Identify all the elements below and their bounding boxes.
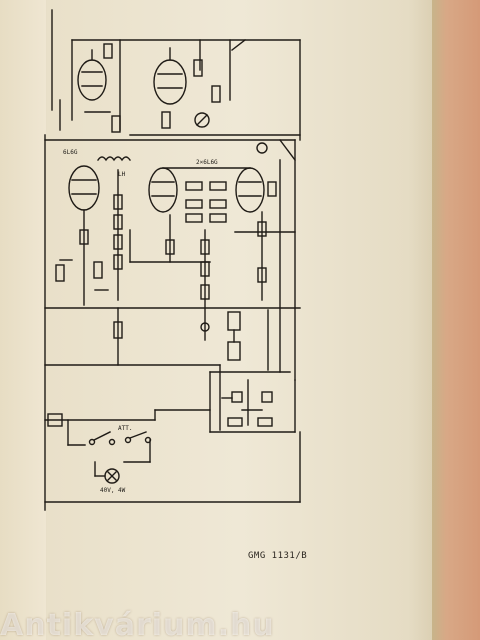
watermark: Antikvárium.hu [0, 608, 275, 640]
resistor [185, 181, 203, 191]
resistor [200, 284, 210, 300]
resistor [93, 261, 103, 279]
switch-contact [108, 438, 116, 446]
resistor [267, 181, 277, 197]
resistor [211, 85, 221, 103]
resistor [113, 194, 123, 210]
resistor [103, 43, 113, 59]
pilot-lamp [194, 112, 210, 128]
wire [196, 114, 208, 126]
resistor [113, 321, 123, 339]
switch [129, 431, 147, 439]
capacitor [231, 391, 243, 403]
resistor [209, 181, 227, 191]
junction [200, 322, 210, 332]
resistor [185, 199, 203, 209]
resistor [161, 111, 171, 129]
transformer-label: LH [118, 171, 126, 178]
resistor [113, 214, 123, 230]
tube-label-left: 6L6G [63, 149, 78, 156]
fuse [47, 413, 63, 427]
tube-6l6g-left [68, 165, 100, 211]
page-edge [432, 0, 480, 640]
switch [93, 431, 111, 441]
resistor [79, 229, 89, 245]
resistor [257, 221, 267, 237]
resistor [200, 239, 210, 255]
tube-6l6g-b [235, 167, 265, 213]
resistor [113, 254, 123, 270]
att-label: ATT. [118, 425, 132, 432]
tube-6l6g-a [148, 167, 178, 213]
resistor [209, 213, 227, 223]
junction [256, 142, 268, 154]
switch-contact [124, 436, 132, 444]
tube-label-pair: 2×6L6G [196, 159, 218, 166]
resistor [227, 417, 243, 427]
resistor [113, 234, 123, 250]
tube-v2 [153, 47, 187, 105]
lamp-icon [104, 468, 120, 484]
resistor [227, 341, 241, 361]
resistor [111, 115, 121, 133]
output-transformer [97, 156, 131, 162]
resistor [257, 417, 273, 427]
resistor [209, 199, 227, 209]
wire [279, 139, 296, 161]
resistor [227, 311, 241, 331]
capacitor [261, 391, 273, 403]
figure-caption: GMG 1131/B [248, 551, 308, 561]
capacitor [231, 39, 246, 51]
resistor [193, 59, 203, 77]
tube-v1 [77, 49, 107, 101]
resistor [165, 239, 175, 255]
lamp-rating: 40V, 4W [100, 487, 126, 494]
resistor [185, 213, 203, 223]
switch-contact [88, 438, 96, 446]
resistor [55, 264, 65, 282]
page-spine [0, 0, 46, 640]
resistor [200, 261, 210, 277]
resistor [257, 267, 267, 283]
